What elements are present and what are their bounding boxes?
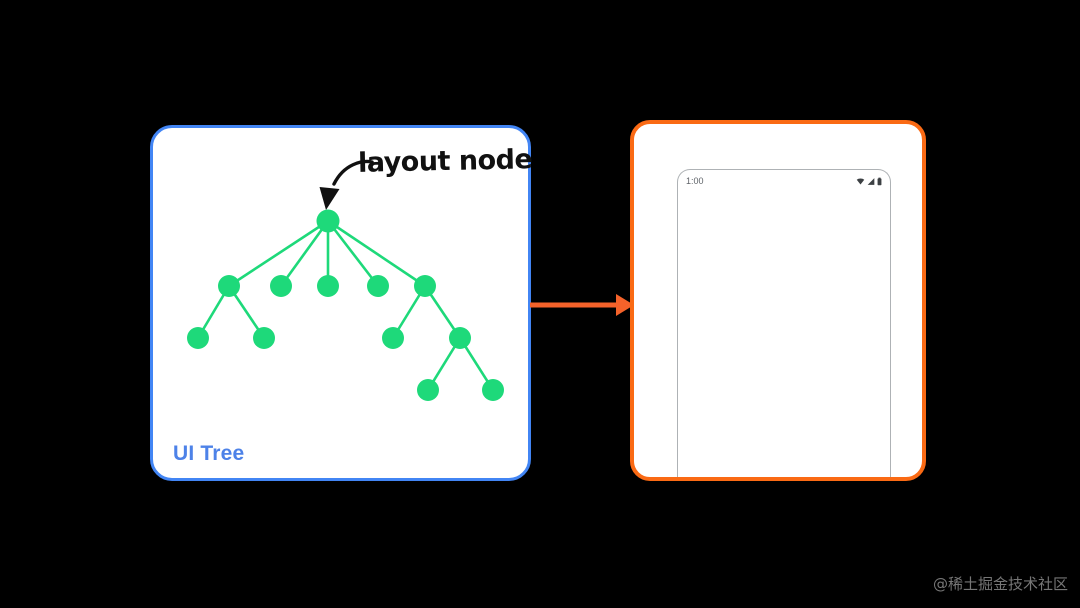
ui-tree-panel-label: UI Tree bbox=[173, 442, 245, 465]
tree-node[interactable] bbox=[449, 327, 471, 349]
status-bar-icon-group bbox=[856, 177, 882, 186]
tree-edge bbox=[228, 219, 329, 288]
wifi-icon bbox=[856, 177, 865, 184]
tree-node[interactable] bbox=[187, 327, 209, 349]
tree-node-group bbox=[187, 209, 504, 401]
ui-tree-panel: UI Tree bbox=[150, 125, 531, 481]
tree-edge bbox=[326, 220, 380, 287]
tree-node[interactable] bbox=[382, 327, 404, 349]
tree-edge bbox=[279, 220, 330, 287]
tree-node[interactable] bbox=[317, 275, 339, 297]
device-preview-panel: 1:00 bbox=[630, 120, 926, 481]
tree-node[interactable] bbox=[253, 327, 275, 349]
tree-node[interactable] bbox=[270, 275, 292, 297]
tree-node[interactable] bbox=[417, 379, 439, 401]
phone-frame: 1:00 bbox=[677, 169, 891, 477]
signal-icon bbox=[867, 177, 875, 185]
status-bar-clock: 1:00 bbox=[686, 175, 704, 186]
phone-status-bar: 1:00 bbox=[678, 170, 890, 192]
tree-node-root[interactable] bbox=[316, 209, 340, 233]
tree-node[interactable] bbox=[482, 379, 504, 401]
battery-icon bbox=[877, 177, 882, 185]
ui-tree-graph bbox=[187, 209, 504, 401]
tree-edge-group bbox=[196, 219, 495, 391]
tree-node[interactable] bbox=[218, 275, 240, 297]
tree-node[interactable] bbox=[367, 275, 389, 297]
tree-node[interactable] bbox=[414, 275, 436, 297]
watermark: @稀土掘金技术社区 bbox=[932, 575, 1068, 593]
phone-screen-content bbox=[678, 192, 890, 477]
tree-edge bbox=[327, 219, 426, 288]
panel-connector-arrow-icon bbox=[530, 294, 634, 316]
